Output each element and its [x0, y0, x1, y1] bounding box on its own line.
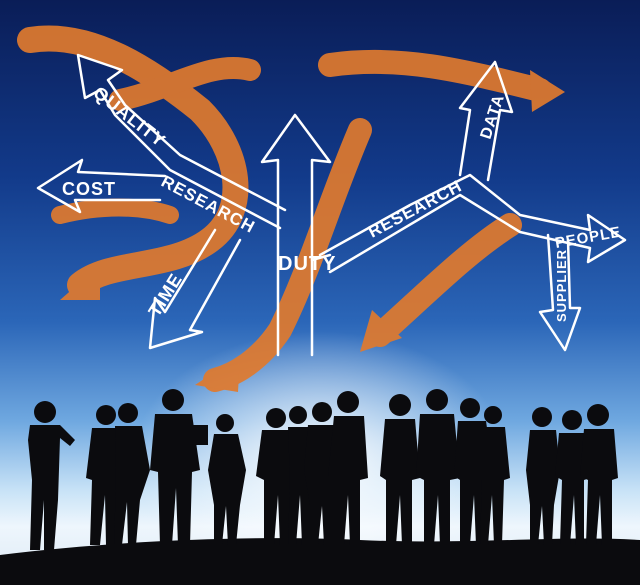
- data-arrow: [458, 60, 514, 182]
- person-silhouette: [328, 391, 368, 545]
- label-duty: DUTY: [278, 253, 336, 275]
- person-silhouette: [416, 389, 460, 545]
- person-silhouette: [555, 410, 590, 545]
- orange-arrows: [17, 25, 565, 392]
- label-research-right: RESEARCH: [365, 176, 465, 241]
- orange-arrow-left-loop: [17, 25, 249, 298]
- cost-arrow: [36, 158, 167, 214]
- label-cost: COST: [62, 179, 116, 199]
- label-data: DATA: [478, 92, 508, 141]
- person-silhouette: [480, 406, 510, 545]
- people-silhouettes: [28, 389, 618, 550]
- person-silhouette: [526, 407, 560, 545]
- label-supplier: SUPPLIER: [554, 249, 569, 322]
- chalk-arrows: [36, 53, 627, 357]
- person-silhouette: [256, 408, 298, 545]
- person-silhouette: [208, 414, 246, 545]
- quality-arrow: [76, 53, 287, 230]
- orange-arrowhead-center: [195, 355, 240, 392]
- orange-arrow-right-down: [368, 213, 522, 347]
- ground: [0, 538, 640, 585]
- orange-arrow-right-top: [318, 49, 552, 102]
- person-silhouette: [380, 394, 420, 545]
- person-silhouette: [150, 389, 208, 545]
- person-silhouette: [114, 403, 150, 545]
- orange-arrow-top-mid: [109, 57, 261, 111]
- person-silhouette: [28, 401, 75, 550]
- orange-arrowhead-right-down: [360, 310, 402, 352]
- label-time: TIME: [144, 270, 186, 320]
- supplier-arrow: [538, 233, 582, 352]
- duty-arrow: [260, 113, 332, 357]
- person-silhouette: [580, 404, 618, 545]
- time-arrow: [148, 228, 242, 350]
- research-right-arrow: [318, 173, 627, 274]
- orange-arrowhead-right-top: [530, 70, 565, 112]
- orange-arrowhead-left: [60, 265, 100, 300]
- orange-arrow-center-down: [203, 118, 372, 392]
- branch-connector: [310, 253, 332, 262]
- orange-arrow-mid-left: [51, 198, 179, 224]
